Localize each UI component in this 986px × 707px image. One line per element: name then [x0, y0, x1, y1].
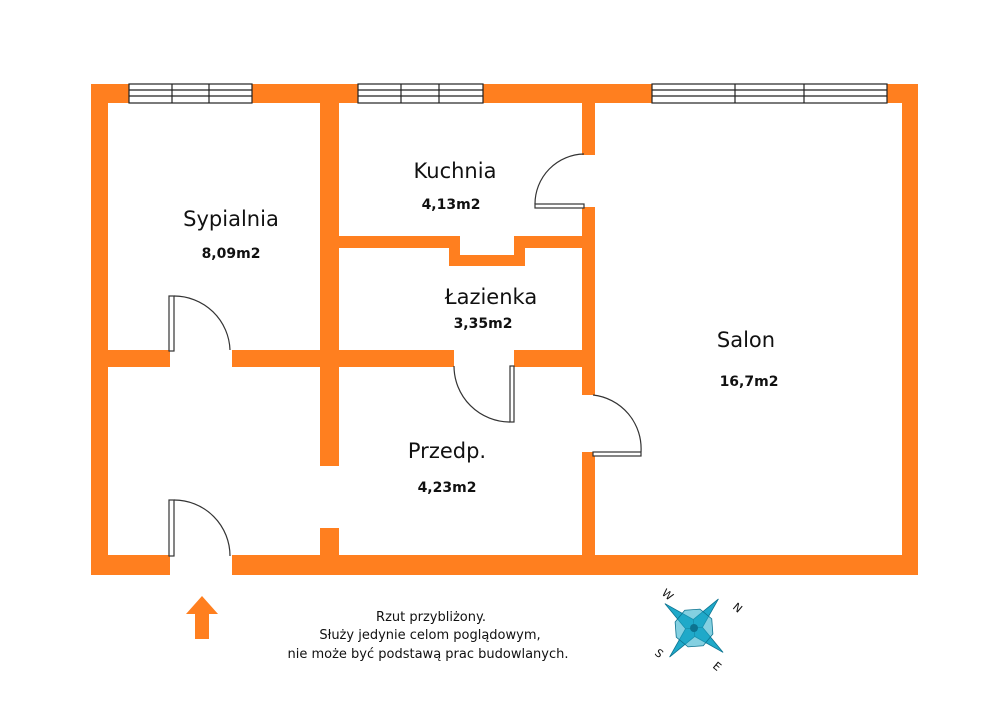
- door-entrance: [168, 499, 231, 557]
- wall-bedroom-hall-left: [105, 350, 170, 367]
- room-name-przedp: Przedp.: [408, 439, 486, 463]
- wall-kitchen-salon-mid: [582, 207, 595, 395]
- wall-kitchen-salon-upper: [582, 100, 595, 155]
- compass-letter-w: W: [659, 586, 676, 603]
- wall-bedroom-hall-right: [232, 350, 454, 367]
- room-labels: Sypialnia 8,09m2 Kuchnia 4,13m2 Łazienka…: [183, 159, 778, 496]
- door-bathroom: [453, 365, 515, 423]
- room-area-salon: 16,7m2: [720, 374, 779, 390]
- room-name-salon: Salon: [717, 328, 775, 352]
- wall-kitchen-bath-notch-right: [514, 236, 525, 266]
- room-name-sypialnia: Sypialnia: [183, 207, 279, 231]
- compass-letter-e: E: [710, 659, 724, 673]
- window-bedroom: [128, 83, 253, 104]
- wall-kitchen-bath-notch-left: [449, 236, 460, 266]
- door-salon: [592, 394, 642, 457]
- room-area-lazienka: 3,35m2: [454, 316, 513, 332]
- walls: [91, 84, 918, 575]
- wall-stub-bottom: [320, 528, 339, 558]
- note-line-2: Służy jedynie celom poglądowym,: [319, 628, 540, 643]
- window-salon: [651, 83, 888, 104]
- outer-wall-left: [91, 84, 108, 575]
- wall-kitchen-bath-left: [336, 236, 460, 248]
- door-kitchen: [534, 153, 585, 209]
- doors: [168, 153, 642, 557]
- entrance-arrow-icon: [186, 596, 218, 639]
- room-name-kuchnia: Kuchnia: [414, 159, 497, 183]
- room-area-sypialnia: 8,09m2: [202, 246, 261, 262]
- outer-wall-bottom-left: [91, 555, 170, 575]
- room-name-lazienka: Łazienka: [444, 285, 537, 309]
- outer-wall-bottom-right: [232, 555, 918, 575]
- door-bedroom: [168, 295, 231, 352]
- wall-hall-salon-lower: [582, 452, 595, 557]
- note-line-3: nie może być podstawą prac budowlanych.: [287, 647, 568, 662]
- wall-bath-hall-right: [514, 350, 584, 367]
- window-kitchen: [357, 83, 484, 104]
- room-area-przedp: 4,23m2: [418, 480, 477, 496]
- note-line-1: Rzut przybliżony.: [376, 610, 486, 625]
- compass-letter-s: S: [652, 646, 666, 660]
- room-area-kuchnia: 4,13m2: [422, 197, 481, 213]
- compass-rose-icon: [664, 598, 724, 658]
- wall-kitchen-bath-notch-bottom: [449, 255, 525, 266]
- disclaimer-note: Rzut przybliżony. Służy jedynie celom po…: [287, 610, 568, 662]
- wall-kitchen-bath-right: [514, 236, 584, 248]
- wall-bedroom-kitchen: [320, 100, 339, 466]
- windows: [128, 83, 888, 104]
- compass-letter-n: N: [730, 600, 745, 615]
- outer-wall-right: [902, 84, 918, 575]
